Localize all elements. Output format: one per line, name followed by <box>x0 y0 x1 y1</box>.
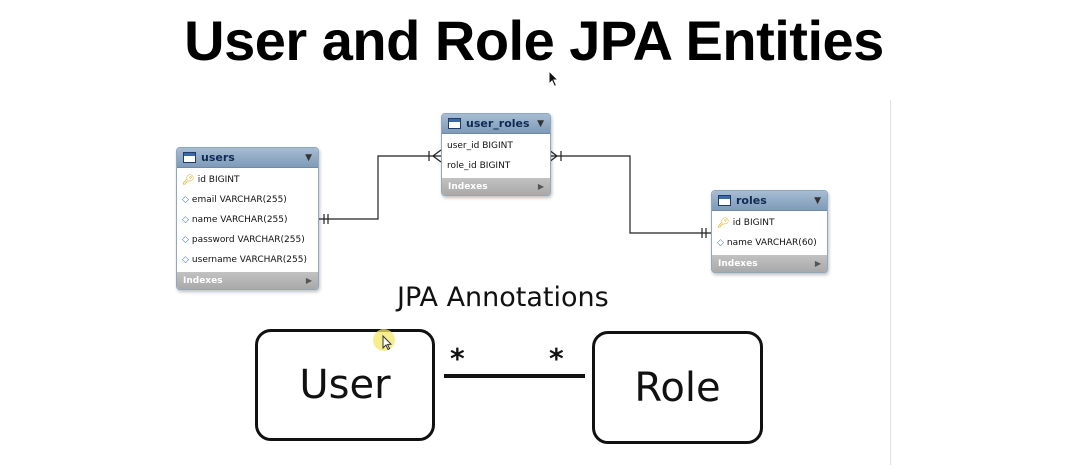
left-multiplicity: * <box>450 342 465 375</box>
column-diamond-icon: ◇ <box>182 255 189 265</box>
indexes-label: Indexes <box>183 275 223 286</box>
primary-key-icon: 🔑︎ <box>182 174 195 186</box>
column-label: password VARCHAR(255) <box>191 235 305 245</box>
column-label: role_id BIGINT <box>447 161 511 171</box>
column-label: user_id BIGINT <box>447 141 513 151</box>
users-column-password[interactable]: ◇ password VARCHAR(255) <box>177 230 318 250</box>
column-label: id BIGINT <box>197 175 240 185</box>
expand-arrow-icon[interactable]: ▶ <box>537 182 544 191</box>
primary-key-icon: 🔑︎ <box>717 217 730 229</box>
table-icon <box>448 118 461 129</box>
column-label: name VARCHAR(255) <box>191 215 288 225</box>
roles-table-name: roles <box>736 194 767 207</box>
expand-arrow-icon[interactable]: ▶ <box>305 276 312 285</box>
user-roles-table-name: user_roles <box>466 117 530 130</box>
user-roles-table-header[interactable]: user_roles ▼ <box>442 114 550 134</box>
many-to-many-association-line <box>444 374 585 378</box>
table-icon <box>718 195 731 206</box>
column-diamond-icon: ◇ <box>182 215 189 225</box>
roles-user-roles-relationship <box>548 149 711 238</box>
column-label: email VARCHAR(255) <box>191 195 287 205</box>
column-label: username VARCHAR(255) <box>191 255 307 265</box>
user-roles-column-role-id[interactable]: role_id BIGINT <box>442 156 550 176</box>
collapse-arrow-icon[interactable]: ▼ <box>537 118 544 129</box>
roles-column-id[interactable]: 🔑︎ id BIGINT <box>712 213 827 233</box>
users-column-id[interactable]: 🔑︎ id BIGINT <box>177 170 318 190</box>
user-entity-label: User <box>299 362 391 408</box>
divider <box>890 100 891 465</box>
roles-column-name[interactable]: ◇ name VARCHAR(60) <box>712 233 827 253</box>
page-title: User and Role JPA Entities <box>184 9 884 72</box>
highlighted-cursor-icon <box>373 329 395 351</box>
collapse-arrow-icon[interactable]: ▼ <box>305 152 312 163</box>
right-multiplicity: * <box>549 342 564 375</box>
column-diamond-icon: ◇ <box>717 238 724 248</box>
users-user-roles-relationship <box>318 149 442 224</box>
table-icon <box>183 152 196 163</box>
column-label: name VARCHAR(60) <box>726 238 817 248</box>
collapse-arrow-icon[interactable]: ▼ <box>814 195 821 206</box>
column-diamond-icon: ◇ <box>182 235 189 245</box>
users-table-header[interactable]: users ▼ <box>177 148 318 168</box>
roles-table[interactable]: roles ▼ 🔑︎ id BIGINT ◇ name VARCHAR(60) … <box>711 190 828 273</box>
roles-table-header[interactable]: roles ▼ <box>712 191 827 211</box>
users-column-name[interactable]: ◇ name VARCHAR(255) <box>177 210 318 230</box>
user-roles-column-user-id[interactable]: user_id BIGINT <box>442 136 550 156</box>
user-roles-indexes-section[interactable]: Indexes ▶ <box>442 178 550 195</box>
expand-arrow-icon[interactable]: ▶ <box>814 259 821 268</box>
mouse-pointer-icon <box>548 70 560 88</box>
role-entity-box: Role <box>592 331 763 444</box>
column-diamond-icon: ◇ <box>182 195 189 205</box>
users-column-email[interactable]: ◇ email VARCHAR(255) <box>177 190 318 210</box>
users-table-name: users <box>201 151 235 164</box>
roles-indexes-section[interactable]: Indexes ▶ <box>712 255 827 272</box>
users-table[interactable]: users ▼ 🔑︎ id BIGINT ◇ email VARCHAR(255… <box>176 147 319 290</box>
indexes-label: Indexes <box>718 258 758 269</box>
users-indexes-section[interactable]: Indexes ▶ <box>177 272 318 289</box>
users-column-username[interactable]: ◇ username VARCHAR(255) <box>177 250 318 270</box>
jpa-annotations-heading: JPA Annotations <box>397 282 609 313</box>
user-roles-table[interactable]: user_roles ▼ user_id BIGINT role_id BIGI… <box>441 113 551 196</box>
role-entity-label: Role <box>634 364 721 411</box>
column-label: id BIGINT <box>732 218 775 228</box>
user-entity-box: User <box>255 329 435 441</box>
indexes-label: Indexes <box>448 181 488 192</box>
